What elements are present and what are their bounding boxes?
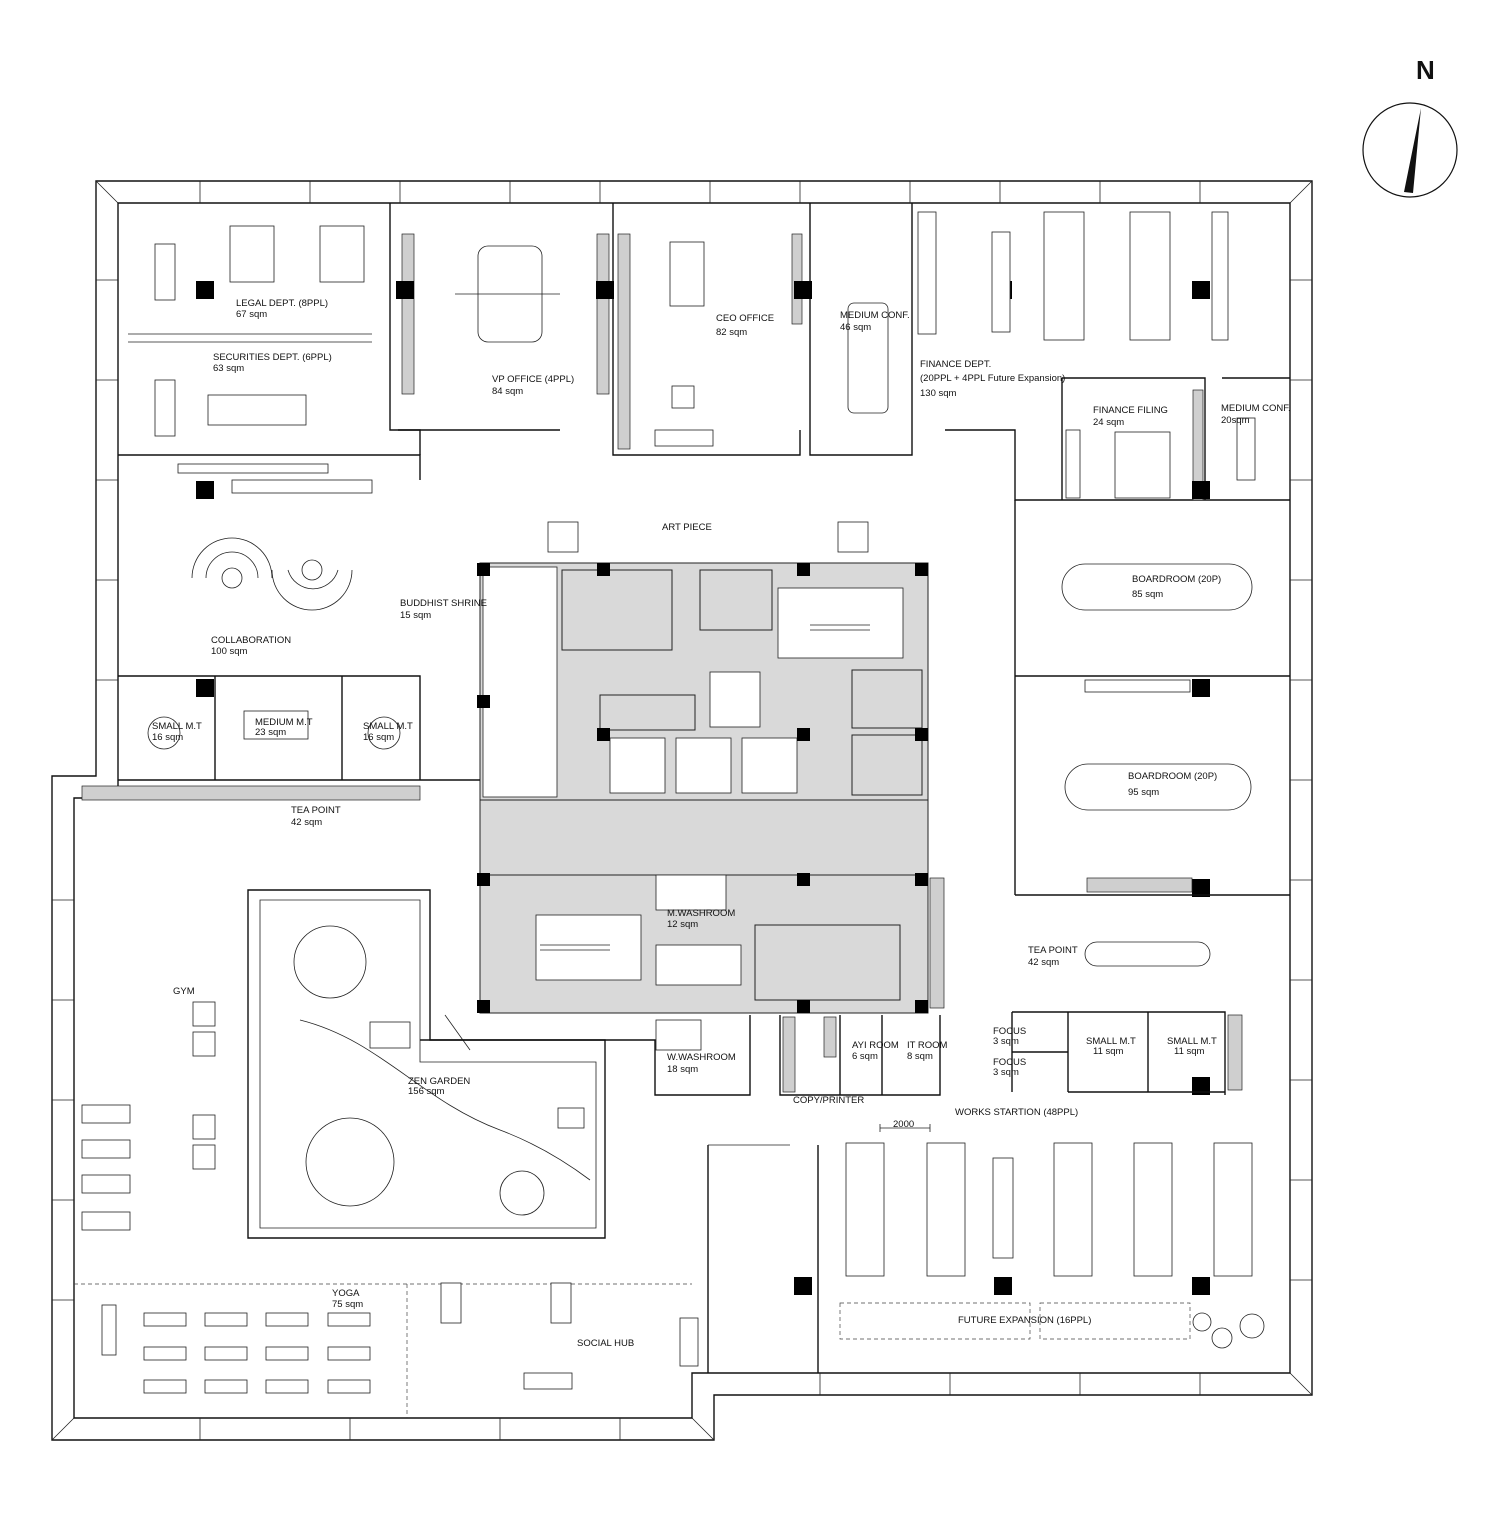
north-label: N bbox=[1416, 55, 1435, 85]
finance-dept-name: FINANCE DEPT. bbox=[920, 359, 991, 370]
focus-2-area: 3 sqm bbox=[993, 1067, 1019, 1078]
vp-office-area: 84 sqm bbox=[492, 386, 523, 397]
ceo-office-name: CEO OFFICE bbox=[716, 313, 774, 324]
yoga-and-social bbox=[74, 1144, 790, 1418]
boardroom-2-name: BOARDROOM (20P) bbox=[1128, 771, 1217, 782]
buddhist-shrine-area: 15 sqm bbox=[400, 610, 431, 621]
tea-point-east-name: TEA POINT bbox=[1028, 945, 1078, 956]
gym-label: GYM bbox=[173, 986, 195, 997]
collaboration-area: 100 sqm bbox=[211, 646, 248, 657]
small-mt-4-name: SMALL M.T bbox=[1167, 1036, 1217, 1047]
zen-garden-area: 156 sqm bbox=[408, 1086, 445, 1097]
yoga-area: 75 sqm bbox=[332, 1299, 363, 1310]
east-small-rooms bbox=[1011, 941, 1243, 1095]
ayi-room-name: AYI ROOM bbox=[852, 1040, 899, 1051]
zen-garden-name: ZEN GARDEN bbox=[408, 1076, 470, 1087]
small-mt-4-area: 11 sqm bbox=[1174, 1046, 1205, 1057]
boardrooms bbox=[1014, 500, 1290, 896]
collaboration-name: COLLABORATION bbox=[211, 635, 291, 646]
office-furniture bbox=[154, 211, 1256, 553]
buddhist-shrine-name: BUDDHIST SHRINE bbox=[400, 598, 487, 609]
north-offices bbox=[118, 203, 1290, 501]
securities-dept-name: SECURITIES DEPT. (6PPL) bbox=[213, 352, 332, 363]
it-room-name: IT ROOM bbox=[907, 1040, 948, 1051]
medium-mt-name: MEDIUM M.T bbox=[255, 717, 313, 728]
focus-2-name: FOCUS bbox=[993, 1057, 1026, 1068]
medium-conf-east-area: 20sqm bbox=[1221, 415, 1250, 426]
room-labels: LEGAL DEPT. (8PPL) 67 sqm SECURITIES DEP… bbox=[152, 298, 1291, 1349]
works-station-label: WORKS STARTION (48PPL) bbox=[955, 1107, 1078, 1118]
north-arrow-icon: N bbox=[1362, 55, 1458, 198]
focus-1-area: 3 sqm bbox=[993, 1036, 1019, 1047]
yoga-name: YOGA bbox=[332, 1288, 360, 1299]
social-hub-label: SOCIAL HUB bbox=[577, 1338, 634, 1349]
dimension-2000: 2000 bbox=[893, 1119, 914, 1130]
medium-mt-area: 23 sqm bbox=[255, 727, 286, 738]
meeting-rooms-west bbox=[81, 537, 421, 801]
future-expansion-label: FUTURE EXPANSION (16PPL) bbox=[958, 1315, 1091, 1326]
finance-dept-detail: (20PPL + 4PPL Future Expansion) bbox=[920, 373, 1065, 384]
workstations bbox=[817, 1124, 1265, 1373]
zen-garden bbox=[247, 889, 606, 1239]
m-washroom-area: 12 sqm bbox=[667, 919, 698, 930]
w-washroom-name: W.WASHROOM bbox=[667, 1052, 736, 1063]
focus-1-name: FOCUS bbox=[993, 1026, 1026, 1037]
art-piece-label: ART PIECE bbox=[662, 522, 712, 533]
medium-conf-north-name: MEDIUM CONF. bbox=[840, 310, 910, 321]
boardroom-2-area: 95 sqm bbox=[1128, 787, 1159, 798]
m-washroom-name: M.WASHROOM bbox=[667, 908, 735, 919]
finance-filing-name: FINANCE FILING bbox=[1093, 405, 1168, 416]
ceo-office-area: 82 sqm bbox=[716, 327, 747, 338]
small-mt-3-name: SMALL M.T bbox=[1086, 1036, 1136, 1047]
legal-dept-area: 67 sqm bbox=[236, 309, 267, 320]
boardroom-1-name: BOARDROOM (20P) bbox=[1132, 574, 1221, 585]
copy-printer-label: COPY/PRINTER bbox=[793, 1095, 864, 1106]
small-mt-2-area: 16 sqm bbox=[363, 732, 394, 743]
small-mt-1-area: 16 sqm bbox=[152, 732, 183, 743]
ayi-room-area: 6 sqm bbox=[852, 1051, 878, 1062]
small-mt-3-area: 11 sqm bbox=[1093, 1046, 1124, 1057]
securities-dept-area: 63 sqm bbox=[213, 363, 244, 374]
vp-office-name: VP OFFICE (4PPL) bbox=[492, 374, 574, 385]
it-room-area: 8 sqm bbox=[907, 1051, 933, 1062]
finance-dept-area: 130 sqm bbox=[920, 388, 957, 399]
medium-conf-east-name: MEDIUM CONF. bbox=[1221, 403, 1291, 414]
building-core bbox=[420, 562, 945, 1096]
tea-point-west-area: 42 sqm bbox=[291, 817, 322, 828]
legal-dept-name: LEGAL DEPT. (8PPL) bbox=[236, 298, 328, 309]
gym-equipment bbox=[81, 1001, 216, 1231]
medium-conf-north-area: 46 sqm bbox=[840, 322, 871, 333]
small-mt-1-name: SMALL M.T bbox=[152, 721, 202, 732]
boardroom-1-area: 85 sqm bbox=[1132, 589, 1163, 600]
small-mt-2-name: SMALL M.T bbox=[363, 721, 413, 732]
w-washroom-area: 18 sqm bbox=[667, 1064, 698, 1075]
tea-point-west-name: TEA POINT bbox=[291, 805, 341, 816]
finance-filing-area: 24 sqm bbox=[1093, 417, 1124, 428]
tea-point-east-area: 42 sqm bbox=[1028, 957, 1059, 968]
